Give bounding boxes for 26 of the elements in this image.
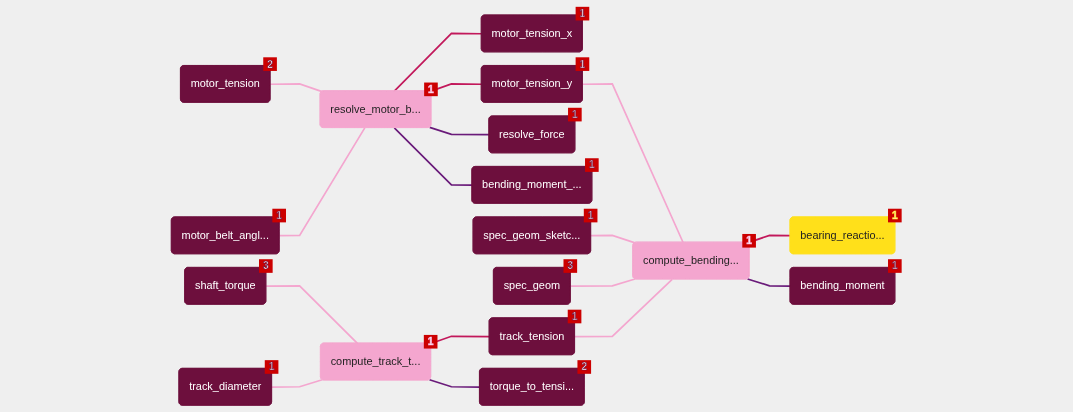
count-badge: 1 bbox=[264, 360, 279, 374]
count-badge: 3 bbox=[259, 259, 273, 273]
count-badge: 2 bbox=[577, 360, 592, 374]
count-badge: 1 bbox=[888, 208, 902, 223]
connector bbox=[569, 278, 636, 287]
count-badge: 1 bbox=[272, 208, 286, 223]
connector bbox=[271, 378, 324, 388]
connector bbox=[428, 378, 481, 388]
count-badge: 2 bbox=[263, 57, 277, 71]
connector bbox=[265, 284, 359, 345]
count-badge: 3 bbox=[563, 259, 578, 273]
count-badge: 1 bbox=[568, 107, 582, 122]
count-badge: 1 bbox=[585, 158, 599, 172]
connector bbox=[590, 234, 636, 244]
connector bbox=[746, 278, 792, 287]
count-badge: 1 bbox=[575, 57, 590, 71]
connector bbox=[278, 127, 366, 237]
count-badge: 1 bbox=[742, 233, 756, 248]
count-badge: 1 bbox=[888, 259, 902, 273]
connector bbox=[269, 83, 323, 93]
count-badge: 1 bbox=[583, 208, 598, 223]
count-badge: 1 bbox=[575, 6, 590, 21]
count-badge: 1 bbox=[424, 82, 438, 97]
connector bbox=[574, 278, 673, 338]
count-badge: 1 bbox=[567, 309, 582, 324]
count-badge: 1 bbox=[423, 334, 438, 349]
